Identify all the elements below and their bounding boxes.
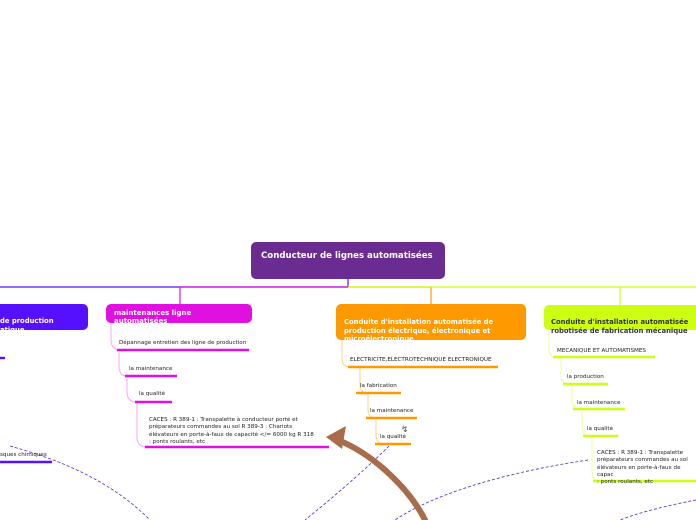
magenta-connector (110, 323, 148, 448)
relation-line-right-a (394, 459, 589, 520)
orange-child-qualite[interactable]: la qualité (380, 434, 407, 440)
orange-branch-node[interactable]: Conduite d'installation automatisée de p… (336, 304, 526, 343)
magenta-branch-title: maintenances ligne automatisées (114, 309, 192, 325)
root-link-blue (0, 279, 349, 288)
magenta-child-depannage[interactable]: Dépannage entretien des ligne de product… (119, 340, 247, 346)
lime-child-maintenance[interactable]: la maintenance (577, 400, 621, 406)
lime-child-mecanique[interactable]: MECANIQUE ET AUTOMATISMES (557, 348, 646, 354)
blue-branch-node[interactable]: de production atique (0, 304, 88, 334)
blue-branch-title: de production atique (0, 317, 54, 334)
blue-child-chimiques[interactable]: sques chimiques (0, 452, 47, 458)
lime-connector (548, 330, 601, 482)
orange-child-elec[interactable]: ELECTRICITE,ELECTROTECHNIQUE ELECTRONIQU… (350, 357, 492, 363)
lime-child-caces[interactable]: CACES : R 389-1 : Transpalette préparate… (597, 450, 688, 486)
lime-branch-title: Conduite d'installation automatisée robo… (551, 317, 689, 335)
orange-child-maintenance[interactable]: la maintenance (370, 408, 414, 414)
relation-line-center (304, 445, 390, 520)
lime-branch-node[interactable]: Conduite d'installation automatisée robo… (544, 305, 696, 335)
magenta-child-qualite[interactable]: la qualité (139, 391, 166, 397)
orange-branch-title: Conduite d'installation automatisée de p… (344, 318, 494, 343)
root-link-magenta (179, 286, 348, 304)
orange-connector (341, 340, 385, 445)
orange-child-fabrication[interactable]: la fabrication (360, 383, 397, 389)
magenta-child-maintenance[interactable]: la maintenance (129, 366, 173, 372)
magenta-child-caces[interactable]: CACES : R 389-1 : Transpalette à conduct… (149, 417, 314, 445)
relation-line-right-b (619, 499, 696, 520)
link-icon[interactable]: ↯ (401, 425, 409, 435)
magenta-branch-node[interactable]: maintenances ligne automatisées (106, 304, 252, 325)
root-link-lime (348, 286, 696, 305)
relation-arrow (335, 437, 428, 520)
root-node[interactable]: Conducteur de lignes automatisées (251, 242, 445, 279)
root-title: Conducteur de lignes automatisées (261, 251, 433, 261)
root-link-orange (348, 286, 432, 304)
relation-line-left (9, 445, 151, 520)
lime-child-production[interactable]: la production (567, 374, 604, 380)
lime-child-qualite[interactable]: la qualité (587, 426, 614, 432)
relation-arrowhead (326, 426, 346, 449)
